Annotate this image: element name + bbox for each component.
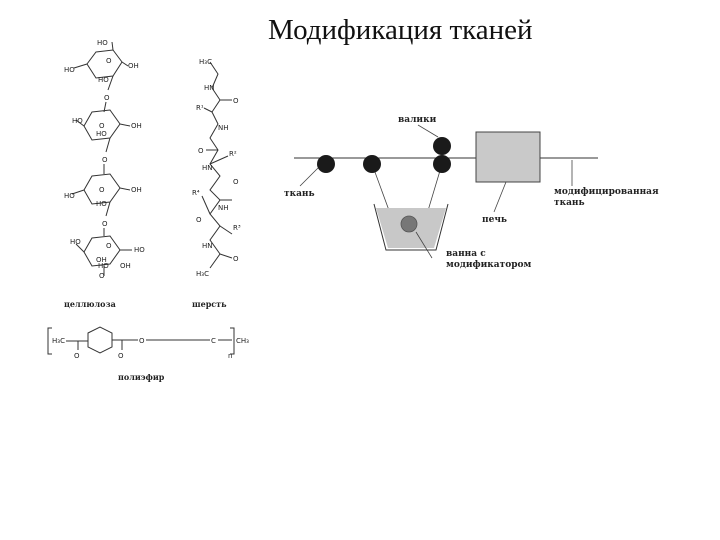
atom-label: HN <box>204 84 215 92</box>
atom-label: O <box>99 186 105 194</box>
leader-line <box>299 167 319 187</box>
modified-fabric-label-line-1: модифицированная <box>554 187 659 197</box>
atom-label: HO <box>98 76 109 84</box>
atom-label: HO <box>96 130 107 138</box>
atom-label: O <box>106 242 112 250</box>
atom-label: O <box>102 156 108 164</box>
glucose-ring <box>73 41 129 91</box>
atom-label: HO <box>64 192 75 200</box>
process-diagram <box>294 124 598 259</box>
modified-fabric-label: модифицированная ткань <box>554 187 662 208</box>
atom-label: O <box>233 255 239 263</box>
roller <box>433 155 451 173</box>
rollers-label: валики <box>398 115 437 125</box>
bath-vessel <box>373 203 449 251</box>
bath-label-line-2: модификатором <box>446 260 531 270</box>
polyester-structure <box>47 326 235 355</box>
atom-label: OH <box>96 256 107 264</box>
cellulose-caption: целлюлоза <box>64 299 116 309</box>
atom-label: C <box>211 337 216 345</box>
leader-line <box>417 124 439 138</box>
wool-caption: шерсть <box>192 299 227 309</box>
glucose-ring <box>71 173 131 217</box>
atom-label: O <box>106 57 112 65</box>
atom-label: O <box>196 216 202 224</box>
atom-label: O <box>198 147 204 155</box>
fabric-label: ткань <box>284 189 315 199</box>
atom-label: n <box>228 352 232 360</box>
atom-label: NH <box>218 124 229 132</box>
polyester-caption: полиэфир <box>118 372 165 382</box>
atom-label: R² <box>229 150 237 158</box>
leader-line <box>493 181 507 213</box>
atom-label: O <box>102 220 108 228</box>
atom-label: HO <box>72 117 83 125</box>
atom-label: O <box>233 97 239 105</box>
atom-label: R³ <box>233 224 241 232</box>
atom-label: NH <box>218 204 229 212</box>
atom-label: R⁴ <box>192 189 200 197</box>
atom-label: HO <box>70 238 81 246</box>
atom-label: H₃C <box>52 337 65 345</box>
atom-label: OH <box>131 122 142 130</box>
leader-line <box>415 231 433 259</box>
roller <box>433 137 451 155</box>
bath-label: ванна с модификатором <box>446 249 531 270</box>
atom-label: HN <box>202 164 213 172</box>
atom-label: R¹ <box>196 104 204 112</box>
atom-label: HO <box>97 39 108 47</box>
atom-label: HN <box>202 242 213 250</box>
atom-label: O <box>74 352 80 360</box>
oven <box>475 131 541 183</box>
glucose-ring <box>75 235 132 276</box>
atom-label: H₃C <box>196 270 209 278</box>
atom-label: O <box>104 94 110 102</box>
atom-label: OH <box>120 262 131 270</box>
slide-title: Модификация тканей <box>268 14 533 46</box>
oven-label: печь <box>482 215 507 225</box>
atom-label: H₃C <box>199 58 212 66</box>
glucose-ring <box>75 109 131 153</box>
cellulose-structure: HO O HO OH HO O HO O OH HO O HO O OH HO … <box>64 39 145 280</box>
modified-fabric-label-line-2: ткань <box>554 198 585 208</box>
atom-label: HO <box>134 246 145 254</box>
submerged-roller <box>400 215 418 233</box>
atom-label: OH <box>128 62 139 70</box>
atom-label: CH₃ <box>236 337 249 345</box>
atom-label: O <box>99 122 105 130</box>
roller <box>317 155 335 173</box>
atom-label: HO <box>64 66 75 74</box>
atom-label: HO <box>96 200 107 208</box>
wool-structure <box>201 61 233 269</box>
atom-label: O <box>118 352 124 360</box>
atom-label: OH <box>131 186 142 194</box>
atom-label: O <box>233 178 239 186</box>
roller <box>363 155 381 173</box>
bath-label-line-1: ванна с <box>446 249 486 259</box>
atom-label: O <box>139 337 145 345</box>
atom-label: HO <box>98 262 109 270</box>
atom-label: O <box>99 272 105 280</box>
